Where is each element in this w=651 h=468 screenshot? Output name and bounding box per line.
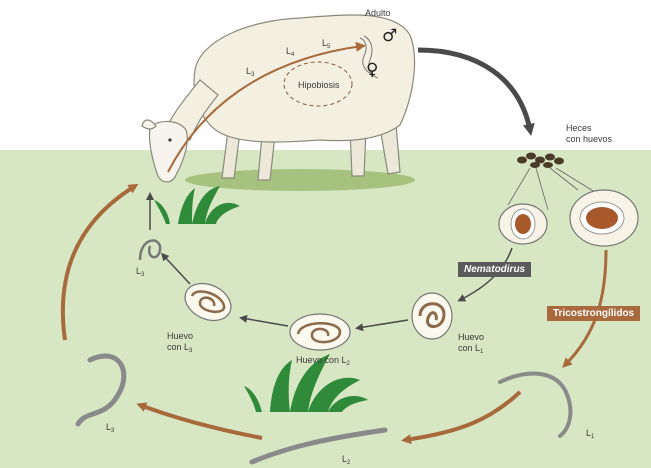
- stage-label-l3-free: L3: [136, 266, 144, 280]
- male-symbol: ♂: [382, 28, 397, 45]
- heces-label-line2: con huevos: [566, 134, 612, 144]
- huevo-l3-label-line2: con L3: [167, 342, 192, 356]
- stage-label-l3-internal: L3: [246, 66, 254, 80]
- hipobiosis-label: Hipobiosis: [298, 80, 340, 90]
- stage-label-l1-ground: L1: [586, 428, 594, 442]
- to-feces-arrow: [418, 50, 530, 130]
- huevo-l2-label: Huevo con L2: [296, 355, 350, 369]
- stage-label-l2-ground: L2: [342, 454, 350, 468]
- female-symbol: ♀: [366, 62, 378, 79]
- tricostrongilidos-tag: Tricostrongílidos: [547, 306, 640, 321]
- adulto-label: Adulto: [365, 8, 391, 18]
- stage-label-l3-ground: L3: [106, 422, 114, 436]
- egg-l1-icon: [412, 293, 452, 339]
- stage-label-l5: L5: [322, 38, 330, 52]
- sheep-shadow: [185, 169, 415, 191]
- egg-l2-icon: [290, 314, 350, 350]
- huevo-l1-label-line2: con L1: [458, 343, 483, 357]
- egg-magnifier-large-icon: [570, 190, 638, 246]
- nematodirus-tag: Nematodirus: [458, 262, 531, 277]
- stage-label-l4: L4: [286, 46, 294, 60]
- huevo-l3-label-line1: Huevo: [167, 331, 193, 341]
- huevo-l1-label-line1: Huevo: [458, 332, 484, 342]
- egg-magnifier-small-icon: [499, 204, 547, 244]
- heces-label-line1: Heces: [566, 123, 592, 133]
